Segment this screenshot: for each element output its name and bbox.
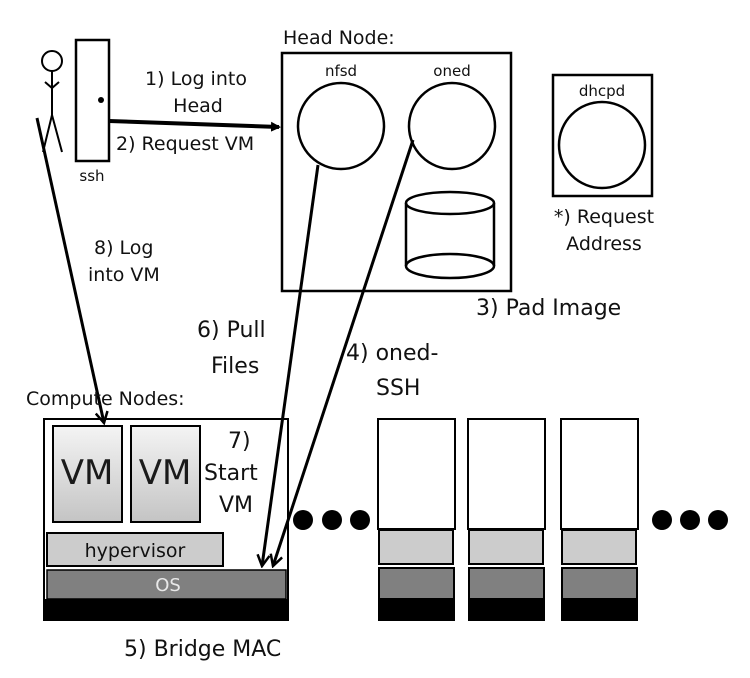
image-store-cylinder-icon	[404, 190, 496, 280]
arrow-oned-ssh	[273, 139, 415, 566]
step-3-label: 3) Pad Image	[476, 296, 621, 321]
dhcpd-label: dhcpd	[579, 82, 625, 100]
ellipsis-right-icon	[652, 510, 728, 530]
node-hypervisor-layer	[378, 529, 454, 565]
vm-1-label: VM	[61, 453, 114, 493]
head-node-box	[280, 51, 513, 293]
additional-compute-nodes	[377, 418, 639, 621]
step-8-label-line2: into VM	[88, 264, 160, 286]
nfsd-process-icon	[296, 81, 386, 171]
node-os-layer	[468, 567, 545, 600]
step-1-label-line2: Head	[173, 95, 223, 117]
step-5-label: 5) Bridge MAC	[124, 637, 281, 662]
node-hypervisor-layer	[561, 529, 637, 565]
node-hardware-layer	[468, 599, 545, 621]
node-hardware-layer	[378, 599, 455, 621]
step-6-label-line1: 6) Pull	[197, 318, 266, 343]
compute-nodes-title: Compute Nodes:	[26, 388, 185, 410]
dhcp-node-box	[551, 73, 654, 198]
node-empty-area	[377, 418, 456, 530]
step-7-label-line3: VM	[219, 493, 253, 518]
node-hardware-layer	[561, 599, 638, 621]
dhcpd-process-icon	[557, 100, 647, 190]
head-node-title: Head Node:	[283, 27, 395, 49]
arrow-login-head	[108, 119, 281, 132]
vm-2-label: VM	[139, 453, 192, 493]
step-1-label-line1: 1) Log into	[145, 68, 247, 90]
oned-label: oned	[433, 62, 470, 80]
hypervisor-layer: hypervisor	[46, 532, 224, 567]
step-8-label-line1: 8) Log	[94, 237, 153, 259]
step-4-label-line2: SSH	[376, 376, 420, 401]
compute-node-4	[560, 418, 639, 621]
compute-node-2	[377, 418, 456, 621]
node-hypervisor-layer	[468, 529, 544, 565]
step-6-label-line2: Files	[211, 354, 259, 379]
os-label: OS	[155, 575, 181, 596]
step-star-label-line1: *) Request	[554, 206, 654, 228]
step-7-label-line1: 7)	[228, 429, 251, 454]
oned-process-icon	[407, 81, 497, 171]
ellipsis-left-icon	[293, 510, 370, 530]
node-empty-area	[560, 418, 639, 530]
node-os-layer	[378, 567, 455, 600]
hypervisor-label: hypervisor	[85, 540, 186, 562]
vm-box-2: VM	[130, 425, 201, 523]
arrow-login-vm	[35, 117, 104, 423]
ssh-client-door-icon	[74, 38, 111, 163]
nfsd-label: nfsd	[325, 62, 357, 80]
hardware-layer	[44, 599, 288, 621]
node-os-layer	[561, 567, 638, 600]
step-7-label-line2: Start	[204, 461, 258, 486]
compute-node-3	[467, 418, 546, 621]
step-4-label-line1: 4) oned-	[346, 341, 438, 366]
step-star-label-line2: Address	[566, 233, 642, 255]
arrow-pull-files	[262, 164, 320, 566]
vm-box-1: VM	[52, 425, 123, 523]
os-layer: OS	[46, 569, 287, 600]
user-stick-figure-icon	[41, 50, 63, 153]
node-empty-area	[467, 418, 546, 530]
step-2-label: 2) Request VM	[116, 133, 254, 155]
ssh-label: ssh	[79, 167, 104, 185]
